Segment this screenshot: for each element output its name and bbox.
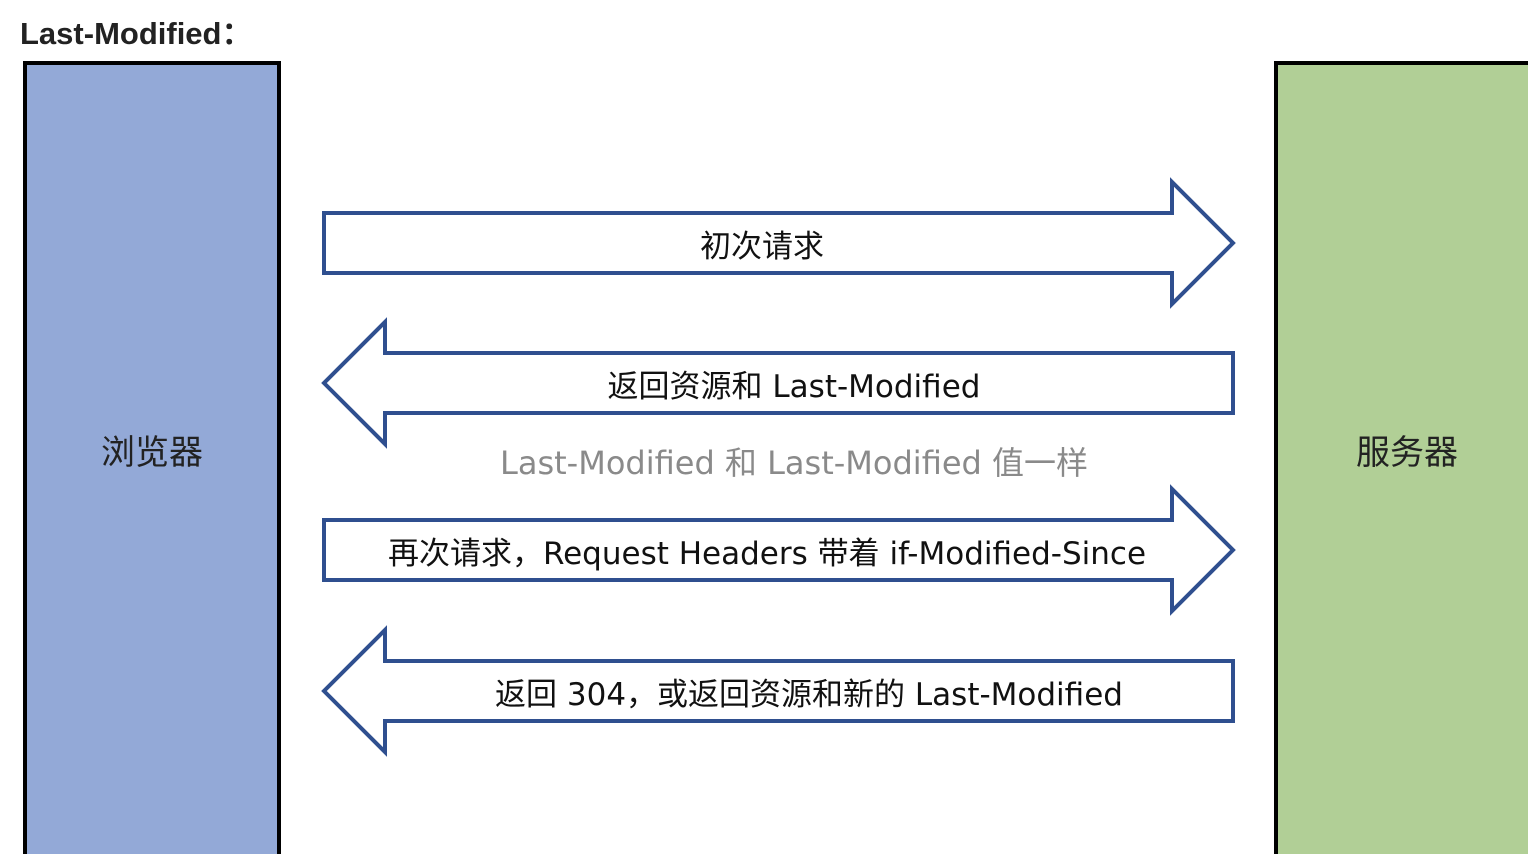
arrow-initial-request-label: 初次请求 xyxy=(700,228,824,265)
arrow-conditional-request-label: 再次请求，Request Headers 带着 if-Modified-Sinc… xyxy=(387,535,1147,572)
browser-label: 浏览器 xyxy=(101,432,203,473)
arrow-initial-request: 初次请求 xyxy=(322,177,1236,309)
equality-note: Last-Modified 和 Last-Modified 值一样 xyxy=(500,444,1089,482)
arrow-right-shape xyxy=(322,484,1236,616)
arrow-left-shape xyxy=(321,317,1235,449)
arrow-right-shape xyxy=(322,177,1236,309)
arrow-return-304-label: 返回 304，或返回资源和新的 Last-Modified xyxy=(495,676,1123,713)
arrow-return-304: 返回 304，或返回资源和新的 Last-Modified xyxy=(321,625,1236,757)
arrow-return-resource-label: 返回资源和 Last-Modified xyxy=(607,368,981,405)
diagram-heading: Last-Modified： xyxy=(20,16,253,51)
server-label: 服务器 xyxy=(1356,432,1458,473)
arrow-left-shape xyxy=(321,625,1235,757)
arrow-conditional-request: 再次请求，Request Headers 带着 if-Modified-Sinc… xyxy=(322,484,1236,616)
server-lane: 服务器 xyxy=(1274,61,1528,854)
arrow-return-resource: 返回资源和 Last-Modified xyxy=(321,317,1236,449)
browser-lane: 浏览器 xyxy=(23,61,281,854)
